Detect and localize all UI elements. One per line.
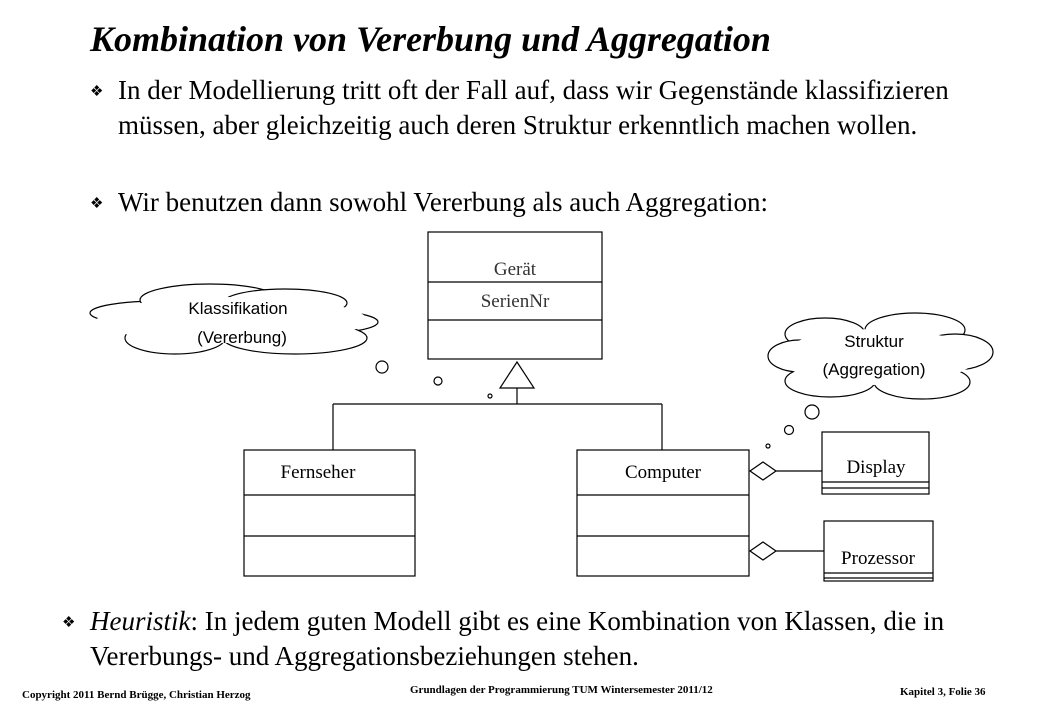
class-display: Display (821, 431, 930, 495)
class-fernseher: Fernseher (243, 449, 416, 577)
aggregation-display (748, 461, 822, 481)
cloud-klassifikation: Klassifikation (Vererbung) (89, 283, 379, 355)
aggregation-prozessor (748, 541, 824, 561)
bullet-text: In der Modellierung tritt oft der Fall a… (118, 75, 949, 140)
cloud-text: Klassifikation (188, 299, 287, 318)
footer-course: Grundlagen der Programmierung TUM Winter… (410, 684, 713, 696)
class-name: Display (846, 457, 906, 478)
bullet-text: Wir benutzen dann sowohl Vererbung als a… (118, 187, 768, 217)
class-geraet: Gerät SerienNr (427, 231, 603, 360)
class-name: Prozessor (841, 548, 916, 569)
footer-copyright: Copyright 2011 Bernd Brügge, Christian H… (22, 689, 251, 701)
footer-slide-number: Kapitel 3, Folie 36 (900, 686, 986, 698)
diamond-bullet-icon: ❖ (90, 84, 104, 100)
cloud-struktur: Struktur (Aggregation) (767, 312, 994, 400)
thought-bubbles-vererbung (375, 360, 493, 399)
cloud-text: (Aggregation) (822, 360, 925, 379)
bullet-item: ❖ In der Modellierung tritt oft der Fall… (90, 73, 970, 143)
class-computer: Computer (576, 449, 750, 577)
bullet-text: Heuristik: In jedem guten Modell gibt es… (90, 604, 982, 674)
cloud-text: Struktur (844, 332, 904, 351)
class-name: Fernseher (281, 462, 357, 483)
class-attribute: SerienNr (481, 291, 550, 312)
diamond-bullet-icon: ❖ (62, 615, 76, 631)
generalization-arrow (332, 360, 663, 450)
thought-bubbles-aggregation (765, 404, 820, 449)
cloud-text: (Vererbung) (197, 328, 287, 347)
heuristic-bullet: ❖ Heuristik: In jedem guten Modell gibt … (62, 604, 982, 674)
class-name: Gerät (494, 259, 537, 280)
heuristic-text: : In jedem guten Modell gibt es eine Kom… (90, 606, 945, 671)
slide-title: Kombination von Vererbung und Aggregatio… (90, 19, 771, 59)
diamond-bullet-icon: ❖ (90, 196, 104, 212)
class-prozessor: Prozessor (823, 520, 934, 582)
class-name: Computer (625, 462, 702, 483)
heuristic-term: Heuristik (90, 606, 191, 636)
bullet-item: ❖ Wir benutzen dann sowohl Vererbung als… (90, 185, 970, 222)
